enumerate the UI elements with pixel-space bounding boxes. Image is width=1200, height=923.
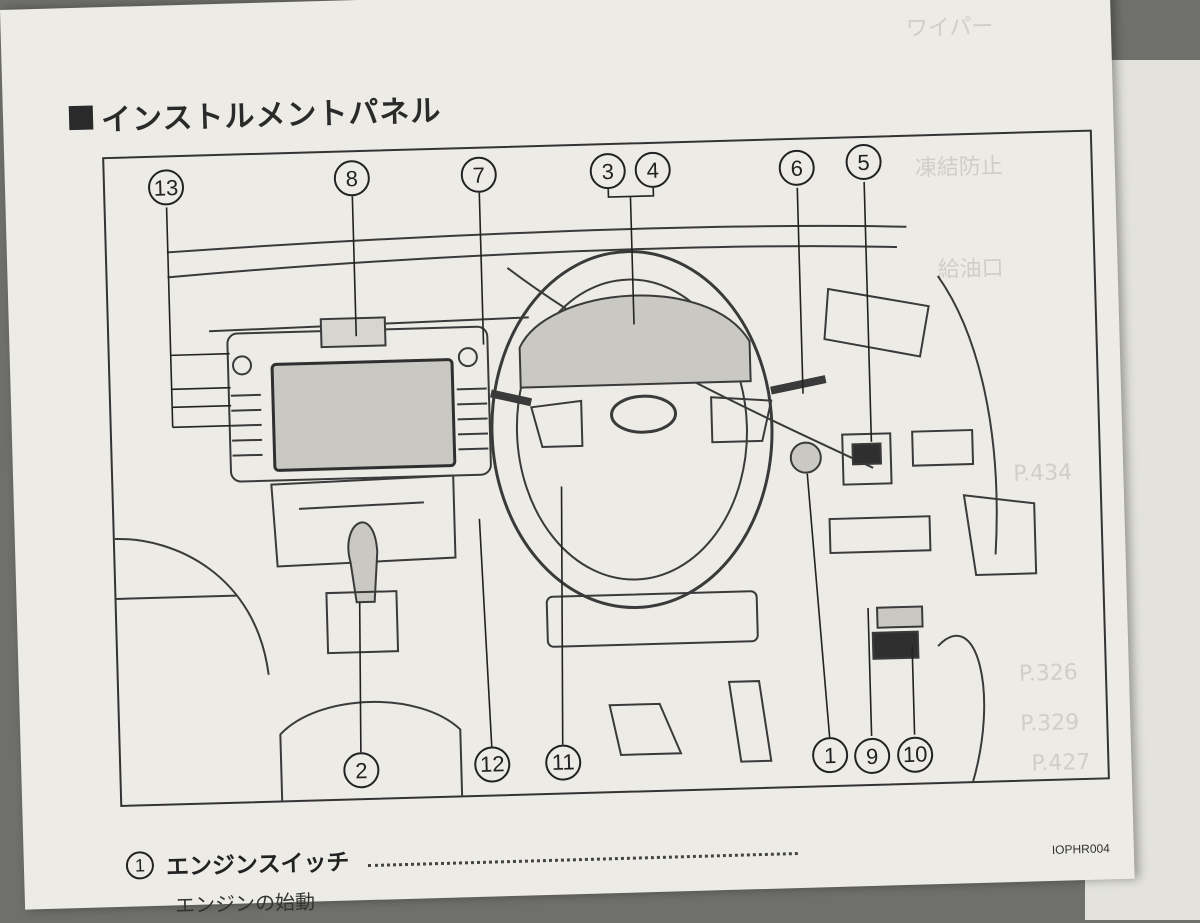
svg-text:7: 7	[472, 163, 485, 188]
svg-text:8: 8	[345, 166, 358, 191]
svg-text:5: 5	[857, 150, 870, 175]
right-knob	[457, 347, 478, 368]
svg-text:6: 6	[790, 156, 803, 181]
lower-console-panel	[270, 474, 457, 568]
center-armrest	[279, 700, 464, 806]
left-knob	[232, 355, 253, 376]
combination-levers	[490, 375, 827, 407]
callout-12: 12	[474, 746, 511, 783]
engine-switch	[789, 441, 822, 474]
figure-code: IOPHR004	[1051, 841, 1111, 857]
legend-item-1: 1 エンジンスイッチ	[125, 830, 798, 883]
accelerator-pedal	[727, 680, 773, 763]
hood-release	[871, 630, 920, 660]
lower-switch-bank	[828, 515, 932, 555]
manual-page: ワイパー 凍結防止 給油口 P.434 P.326 P.329 P.427 イン…	[0, 0, 1135, 917]
callout-7: 7	[460, 156, 497, 193]
left-seat-outline	[114, 537, 270, 675]
switch-group-5	[841, 432, 893, 486]
leader-dots	[367, 839, 798, 867]
brake-pedal	[608, 702, 683, 756]
dash-top-line	[166, 224, 907, 254]
fuel-door-opener	[876, 605, 924, 629]
hazard-switch-housing	[319, 316, 387, 349]
svg-text:13: 13	[153, 175, 178, 201]
steering-emblem	[610, 394, 678, 434]
svg-text:10: 10	[903, 741, 928, 767]
mirror-switch	[851, 442, 883, 466]
callout-5: 5	[845, 143, 882, 180]
instrument-panel-figure: 13 8 7 3 4 6 5	[102, 129, 1110, 807]
steering-wheel-inner	[515, 278, 748, 581]
lower-panel	[545, 590, 759, 648]
navigation-screen	[270, 358, 457, 472]
svg-text:4: 4	[646, 158, 659, 183]
callout-9: 9	[854, 737, 891, 774]
door-handle-curve	[937, 634, 986, 786]
svg-text:12: 12	[480, 751, 505, 777]
callout-11: 11	[545, 744, 582, 781]
shift-lever	[347, 521, 379, 604]
callout-3: 3	[589, 153, 626, 190]
section-title-text: インストルメントパネル	[100, 93, 442, 139]
door-pillar-line	[936, 275, 998, 555]
console-slot	[298, 501, 424, 510]
right-side-vent	[823, 287, 930, 358]
meter-cluster	[518, 294, 752, 389]
svg-text:2: 2	[355, 758, 368, 783]
callout-2: 2	[343, 752, 380, 789]
title-square-marker	[68, 105, 94, 131]
svg-text:1: 1	[824, 743, 837, 768]
callout-10: 10	[897, 736, 934, 773]
ghost-text: ワイパー	[905, 14, 994, 42]
callout-6: 6	[778, 149, 815, 186]
legend-number: 1	[125, 851, 155, 880]
legend-description-partial: エンジンの始動	[174, 889, 316, 918]
right-switch-bank	[911, 428, 975, 467]
power-window-switches	[962, 494, 1038, 576]
section-title: インストルメントパネル	[68, 86, 442, 140]
left-spoke-switches	[530, 399, 584, 449]
left-seat-line	[116, 594, 237, 600]
legend-label: エンジンスイッチ	[165, 849, 350, 881]
callout-4: 4	[634, 151, 671, 188]
svg-text:3: 3	[601, 159, 614, 184]
instrument-panel-drawing: 13 8 7 3 4 6 5	[114, 143, 1038, 806]
right-spoke-switches	[710, 396, 773, 444]
callout-1: 1	[812, 737, 849, 774]
svg-text:9: 9	[866, 744, 879, 769]
dash-top-line	[167, 245, 897, 279]
callout-13: 13	[148, 169, 185, 206]
svg-text:11: 11	[551, 749, 575, 775]
left-vent-slats	[230, 393, 263, 457]
callout-8: 8	[333, 160, 370, 197]
leader-lines	[165, 181, 916, 753]
steering-wheel-rim	[490, 250, 774, 609]
shift-gate	[325, 590, 400, 655]
right-vent-slats	[456, 387, 489, 451]
